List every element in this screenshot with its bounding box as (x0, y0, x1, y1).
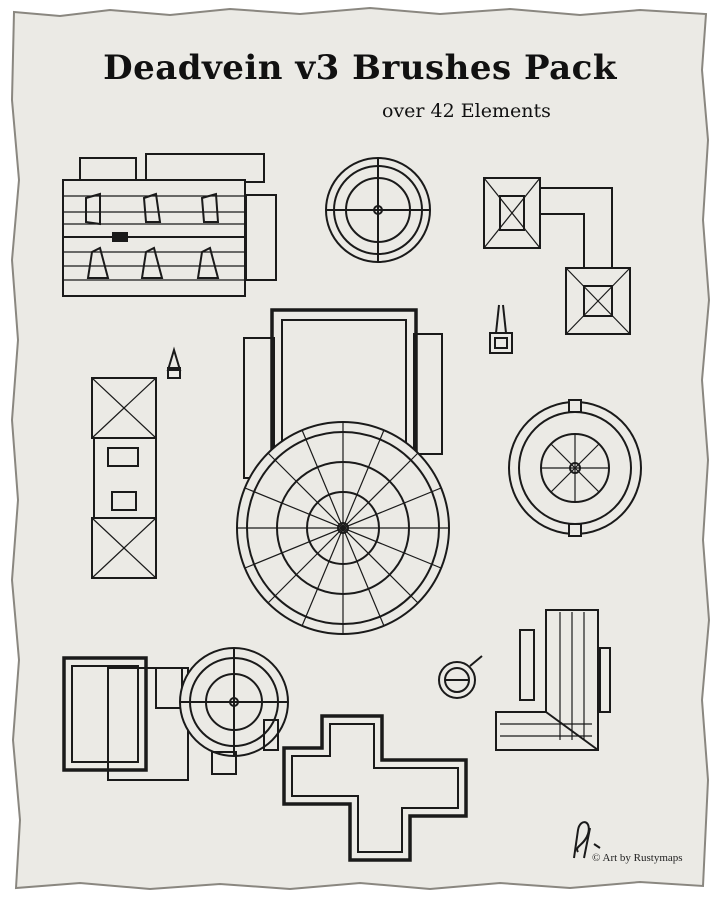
well-round (438, 655, 483, 699)
cross-shaped-room (282, 714, 468, 862)
artist-signature (573, 821, 601, 859)
page-title: Deadvein v3 Brushes Pack (103, 48, 617, 88)
page-subtitle: over 42 Elements (382, 100, 551, 122)
lantern-small-left (166, 346, 182, 379)
l-shaped-building-right (495, 609, 611, 751)
bottom-left-keep (62, 647, 289, 781)
round-tower-right (508, 399, 642, 537)
tall-tower-left (91, 377, 157, 579)
round-tower-top (325, 157, 431, 263)
twin-towers-top-right (483, 177, 631, 335)
lantern-small-top (489, 304, 513, 354)
building-hall-top-left (62, 153, 277, 297)
central-keep (236, 308, 450, 635)
artist-credit: © Art by Rustymaps (592, 852, 683, 864)
